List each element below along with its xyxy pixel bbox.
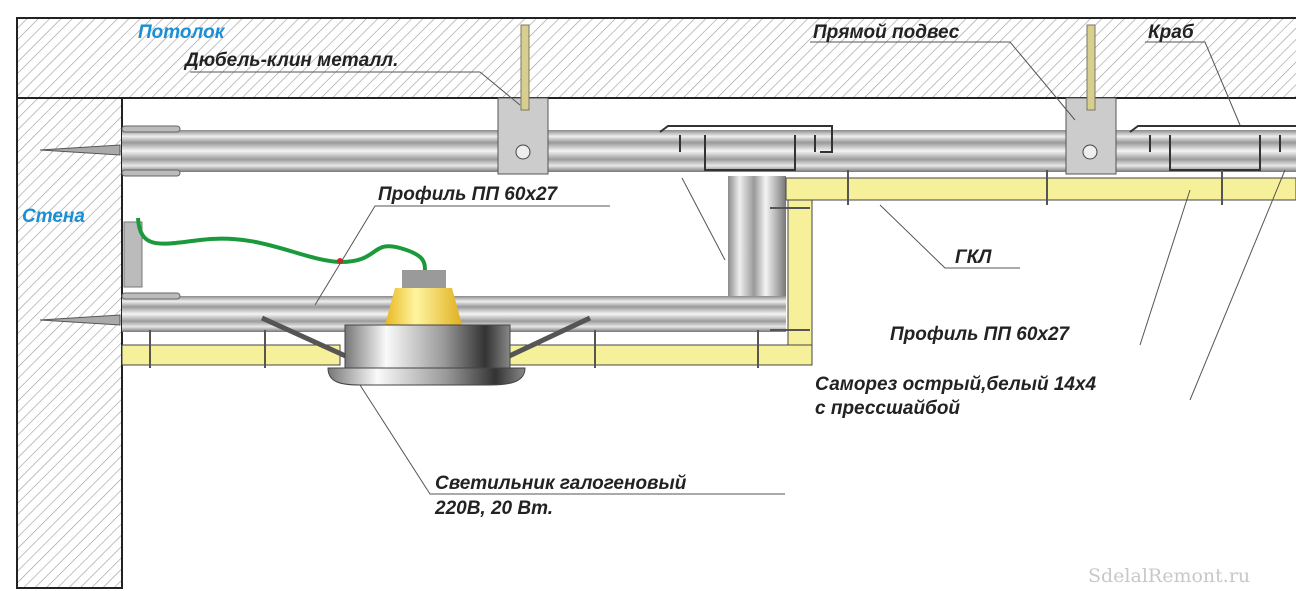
- label-direct-hanger: Прямой подвес: [813, 22, 960, 43]
- wall-screw-icon: [39, 144, 121, 156]
- label-crab: Краб: [1148, 22, 1195, 43]
- leader-lines: [190, 41, 1286, 495]
- direct-hanger-left: [497, 24, 549, 175]
- gkl-board-upper: [785, 177, 1296, 201]
- electric-wire: [136, 217, 427, 273]
- ceiling-slab: [16, 17, 1296, 99]
- screws: [149, 170, 1223, 368]
- direct-hanger-right: [1065, 24, 1117, 175]
- halogen-lamp: [260, 270, 592, 386]
- label-profile-top: Профиль ПП 60x27: [378, 184, 559, 205]
- vertical-profile: [728, 176, 786, 300]
- label-wall: Стена: [22, 206, 85, 227]
- gkl-board-vertical: [787, 199, 813, 346]
- label-dowel: Дюбель-клин металл.: [183, 50, 398, 71]
- watermark: SdelalRemont.ru: [1088, 565, 1250, 587]
- crab-connector-left: [659, 125, 833, 171]
- upper-profile: [122, 130, 1296, 172]
- label-lamp-line2: 220В, 20 Вт.: [434, 498, 553, 519]
- crab-connector-right: [1129, 125, 1296, 171]
- label-screw-line2: с прессшайбой: [815, 398, 960, 419]
- label-lamp-line1: Светильник галогеновый: [435, 473, 687, 494]
- label-ceiling: Потолок: [138, 22, 226, 43]
- wall: [16, 97, 123, 589]
- label-gkl: ГКЛ: [955, 247, 992, 268]
- gkl-board-lower: [121, 344, 813, 366]
- label-profile-right: Профиль ПП 60x27: [890, 324, 1071, 345]
- label-screw-line1: Саморез острый,белый 14x4: [815, 374, 1097, 395]
